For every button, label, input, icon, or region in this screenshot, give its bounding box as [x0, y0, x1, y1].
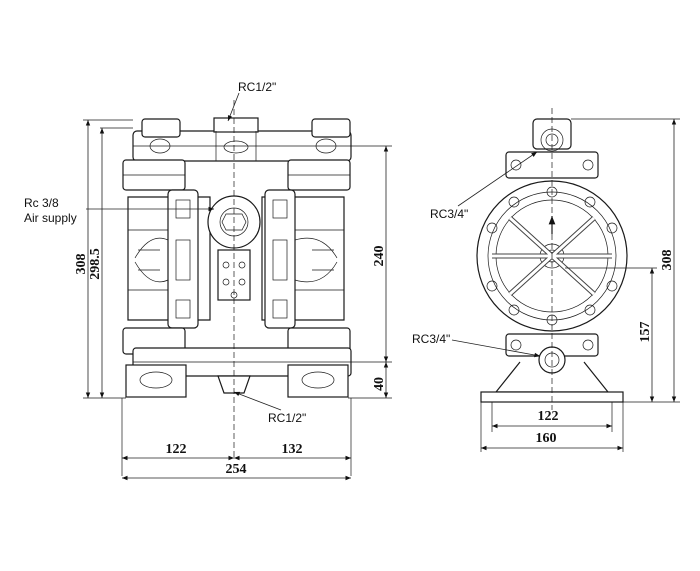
dim-side-base-inner: 122 — [538, 409, 559, 424]
bottom-manifold — [125, 347, 352, 398]
dim-front-height-total: 308 — [74, 254, 89, 275]
label-bottom-port: RC1/2" — [268, 411, 306, 425]
dim-front-width-right: 132 — [282, 442, 303, 457]
dim-front-height-body: 298.5 — [88, 248, 103, 280]
dim-front-port-spacing: 240 — [372, 246, 387, 267]
dim-side-base-outer: 160 — [536, 431, 557, 446]
dim-front-width-left: 122 — [166, 442, 187, 457]
label-air-supply-spec: Rc 3/8 — [24, 196, 59, 210]
side-view: RC3/4" RC3/4" 308 157 122 160 — [412, 108, 680, 452]
top-manifold — [132, 117, 352, 162]
dim-front-base-height: 40 — [372, 377, 387, 391]
front-view: RC1/2" RC1/2" Rc 3/8 Air supply 308 298.… — [24, 80, 392, 481]
dim-front-width-total: 254 — [226, 462, 247, 477]
chamber-right — [261, 189, 345, 329]
label-top-port: RC1/2" — [238, 80, 276, 94]
dim-side-height-total: 308 — [660, 250, 675, 271]
label-side-bottom-port: RC3/4" — [412, 332, 450, 346]
label-side-top-port: RC3/4" — [430, 207, 468, 221]
label-air-supply: Air supply — [24, 211, 77, 225]
dim-side-port-height: 157 — [638, 322, 653, 343]
chamber-left — [127, 189, 211, 329]
